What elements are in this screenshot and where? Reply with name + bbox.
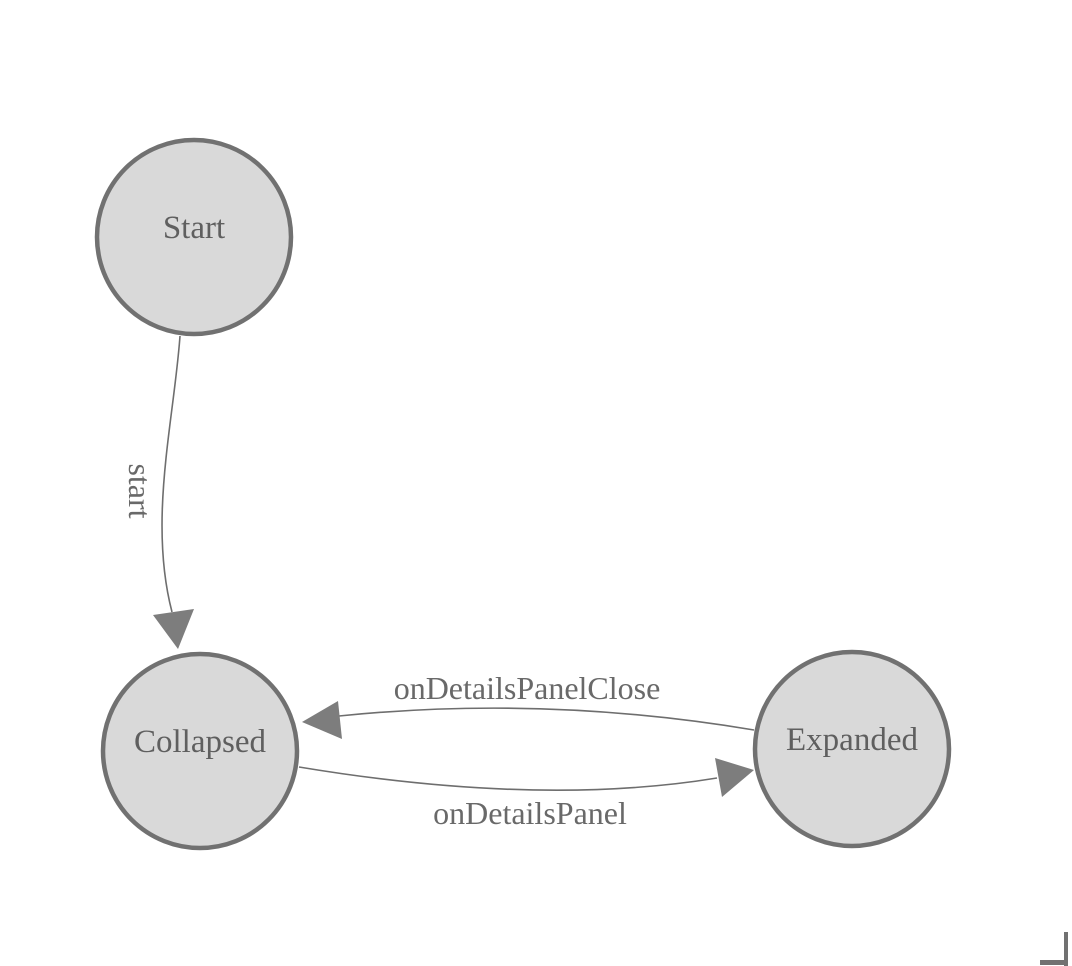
arrowhead-icon-start-to-collapsed bbox=[153, 609, 194, 649]
edge-label-collapsed-to-expanded: onDetailsPanel bbox=[433, 795, 627, 831]
state-label-collapsed: Collapsed bbox=[134, 724, 266, 760]
state-label-expanded: Expanded bbox=[786, 722, 918, 758]
state-node-expanded[interactable]: Expanded bbox=[752, 649, 952, 849]
transition-start-to-collapsed: start bbox=[122, 335, 194, 649]
state-label-start: Start bbox=[163, 210, 225, 246]
state-circle-collapsed[interactable] bbox=[100, 651, 300, 851]
state-node-collapsed[interactable]: Collapsed bbox=[100, 651, 300, 851]
state-node-start[interactable]: Start bbox=[94, 137, 294, 337]
state-circle-expanded[interactable] bbox=[752, 649, 952, 849]
transition-collapsed-to-expanded: onDetailsPanel bbox=[298, 758, 754, 831]
state-circle-start[interactable] bbox=[94, 137, 294, 337]
edge-path-start-to-collapsed[interactable] bbox=[161, 335, 181, 613]
arrowhead-icon-collapsed-to-expanded bbox=[715, 758, 754, 797]
edge-label-expanded-to-collapsed: onDetailsPanelClose bbox=[394, 670, 661, 706]
resize-corner-vertical-bar bbox=[1064, 932, 1068, 966]
transition-expanded-to-collapsed: onDetailsPanelClose bbox=[302, 670, 755, 739]
edge-label-start-to-collapsed: start bbox=[122, 463, 158, 518]
arrowhead-icon-expanded-to-collapsed bbox=[302, 701, 342, 739]
resize-corner-horizontal-bar bbox=[1040, 960, 1068, 965]
edge-path-expanded-to-collapsed[interactable] bbox=[338, 707, 755, 731]
edge-path-collapsed-to-expanded[interactable] bbox=[298, 766, 718, 791]
